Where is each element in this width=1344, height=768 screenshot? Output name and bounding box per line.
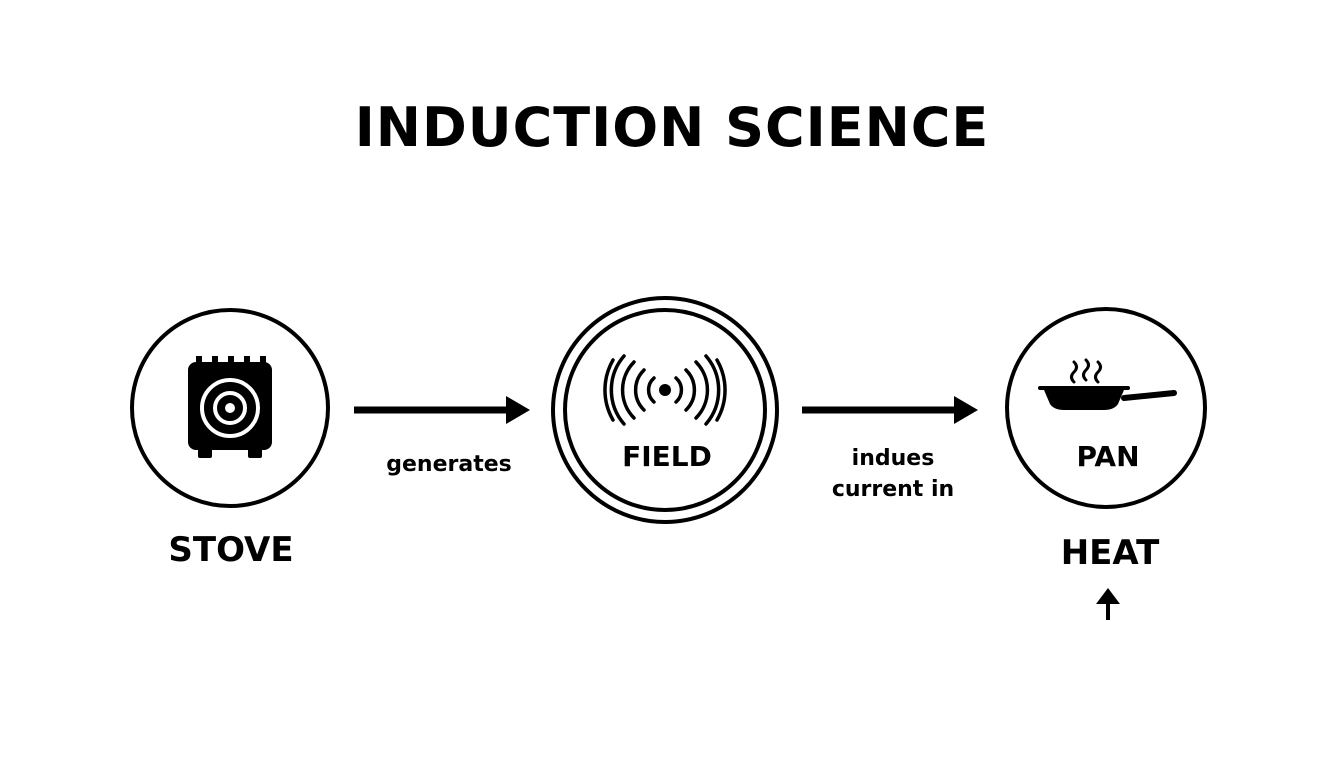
field-node <box>551 296 779 524</box>
stove-node <box>130 308 330 508</box>
steam-icon <box>1070 358 1102 384</box>
pan-label: PAN <box>1076 440 1140 473</box>
edge-label-induces-line1: indues <box>851 446 935 471</box>
stove-circle <box>130 308 330 508</box>
pan-node <box>1005 307 1207 509</box>
pan-circle <box>1005 307 1207 509</box>
magnetic-waves-icon <box>603 354 727 426</box>
stove-icon <box>188 356 272 458</box>
arrow-stove-to-field <box>354 396 530 424</box>
arrow-field-to-pan <box>802 396 978 424</box>
heat-label: HEAT <box>1060 533 1160 573</box>
stove-label: STOVE <box>168 530 294 570</box>
edge-label-generates: generates <box>386 452 512 477</box>
field-outer-circle <box>551 296 779 524</box>
field-label: FIELD <box>622 440 712 473</box>
edge-label-induces: indues current in <box>832 443 954 505</box>
edge-label-induces-line2: current in <box>831 477 955 502</box>
field-inner-circle <box>563 308 767 512</box>
diagram-title: INDUCTION SCIENCE <box>354 96 990 159</box>
frying-pan-icon <box>1038 358 1177 410</box>
up-arrow-icon <box>1096 588 1120 620</box>
